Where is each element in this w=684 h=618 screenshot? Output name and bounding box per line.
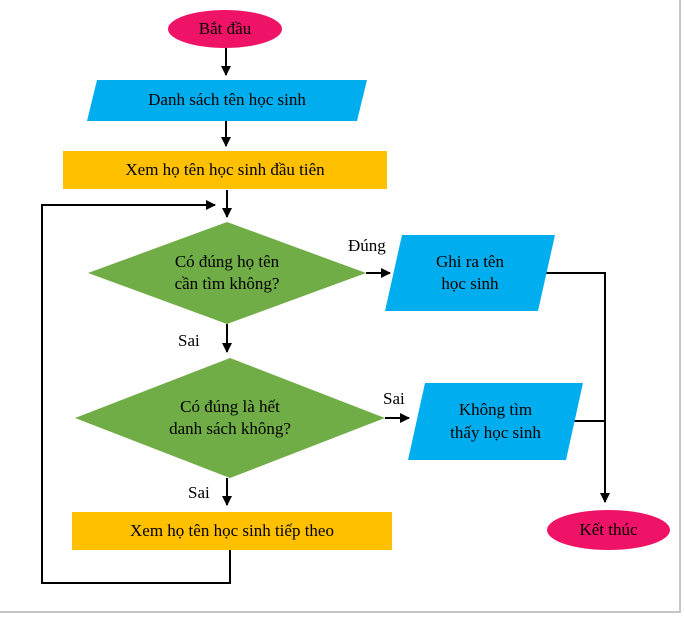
process-first-rectangle: Xem họ tên học sinh đầu tiên xyxy=(63,151,387,189)
edge-label-sai-after-match: Sai xyxy=(178,331,200,350)
output-name-label: Ghi ra tên học sinh xyxy=(436,251,504,293)
process-next-label: Xem họ tên học sinh tiếp theo xyxy=(130,520,334,540)
decision-match-label: Có đúng họ tên cần tìm không? xyxy=(174,251,280,293)
edge-loop-back xyxy=(41,200,231,584)
edge-label-dung: Đúng xyxy=(348,236,386,255)
process-next-rectangle: Xem họ tên học sinh tiếp theo xyxy=(72,512,392,550)
notfound-parallelogram: Không tìm thấy học sinh xyxy=(408,383,583,460)
end-terminator: Kết thúc xyxy=(547,510,670,550)
start-terminator: Bắt đầu xyxy=(168,10,282,48)
input-list-label: Danh sách tên học sinh xyxy=(148,90,306,110)
input-list-parallelogram: Danh sách tên học sinh xyxy=(87,80,367,121)
process-first-label: Xem họ tên học sinh đầu tiên xyxy=(125,159,325,179)
edge-output-to-end xyxy=(546,272,610,503)
notfound-label: Không tìm thấy học sinh xyxy=(450,400,541,442)
start-label: Bắt đầu xyxy=(198,18,252,38)
output-name-parallelogram: Ghi ra tên học sinh xyxy=(385,235,555,311)
page-edge-right xyxy=(679,0,681,613)
edge-label-sai-endlist: Sai xyxy=(383,389,405,408)
decision-endlist-label: Có đúng là hết danh sách không? xyxy=(169,396,291,438)
end-label: Kết thúc xyxy=(579,519,638,539)
edge-label-sai-continue: Sai xyxy=(188,483,210,502)
page-edge-bottom xyxy=(0,611,681,613)
